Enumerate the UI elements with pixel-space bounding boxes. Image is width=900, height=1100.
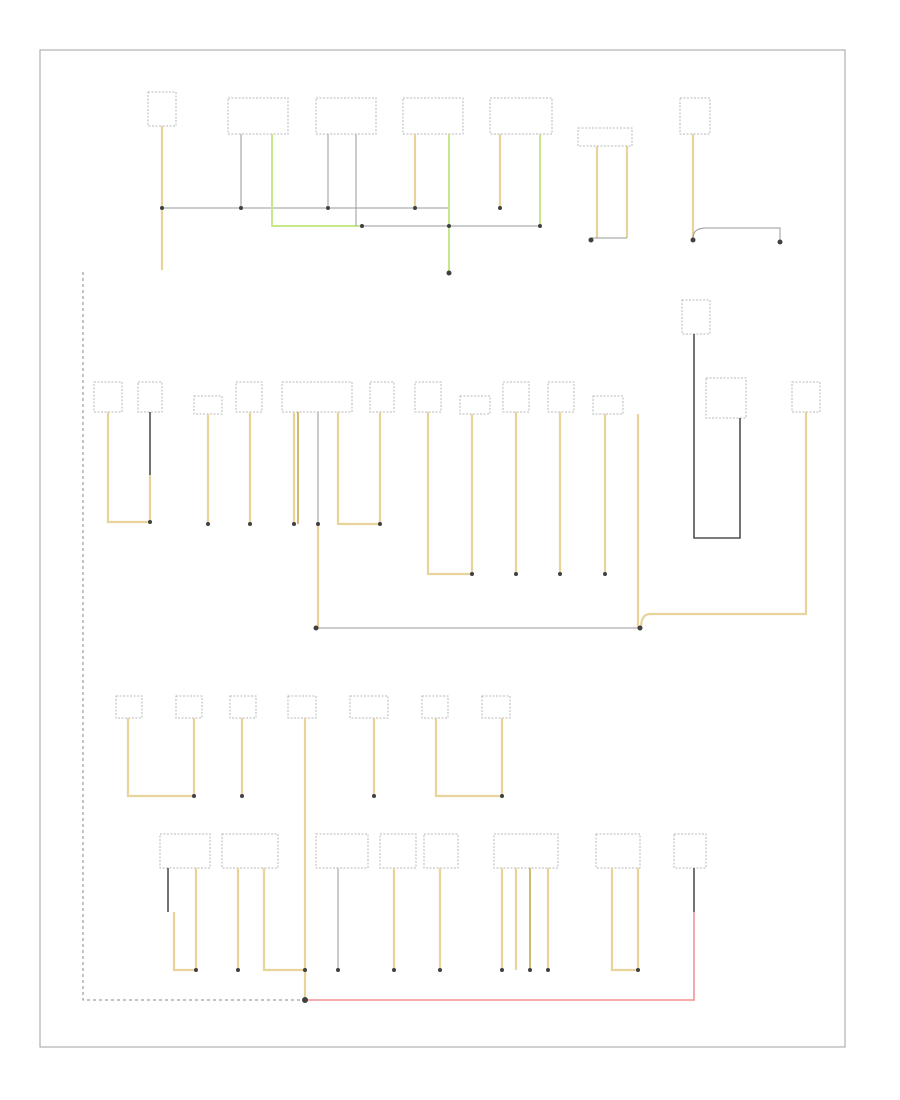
bottom-row-wires — [167, 868, 695, 1001]
left-dashed-return — [82, 272, 304, 1001]
diagram-frame — [39, 49, 846, 1048]
lower-row-wires — [126, 718, 504, 1000]
middle-row-junctions — [148, 520, 643, 631]
top-row-components — [147, 91, 711, 147]
top-row-junctions — [160, 206, 783, 276]
lower-row-junctions — [192, 794, 504, 798]
bottom-row-junctions — [194, 968, 640, 1003]
top-row-wires — [160, 126, 781, 272]
middle-row-components — [93, 299, 821, 419]
middle-row-wires — [106, 334, 808, 629]
bottom-row-components — [159, 833, 707, 869]
lower-row-components — [115, 695, 511, 719]
